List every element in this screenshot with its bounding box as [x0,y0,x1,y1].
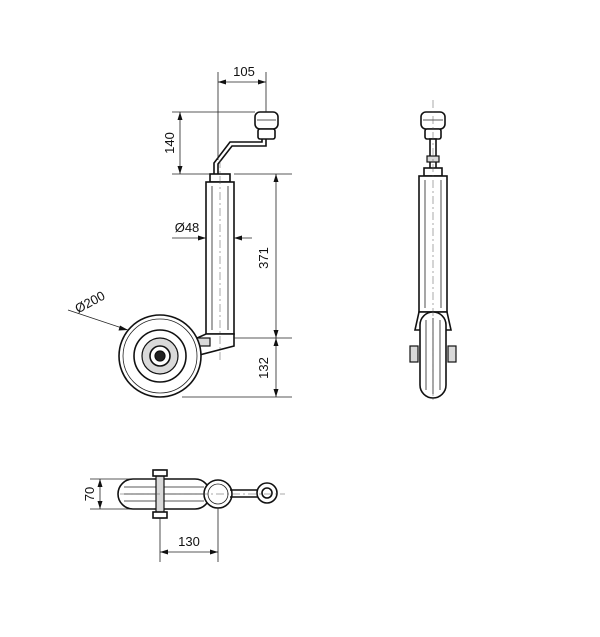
dim-top-height-label: 70 [82,487,97,501]
dim-tube-length-label: 371 [256,247,271,269]
dim-handle-offset: 105 [217,64,267,160]
dim-wheel-diameter: Ø200 [67,288,129,331]
dim-top-width: 130 [159,508,219,562]
top-crank [230,482,278,504]
top-view [117,469,285,519]
dim-handle-offset-label: 105 [233,64,255,79]
dim-tube-diameter: Ø48 [172,220,252,241]
dim-tube-diameter-label: Ø48 [175,220,200,235]
side-crank-arm [213,139,267,174]
front-view [409,100,457,400]
dim-handle-height: 140 [162,111,255,175]
dim-tube-length: 371 132 [182,173,292,398]
side-view [118,111,279,398]
dim-top-height: 70 [82,478,154,510]
side-wheel [118,314,202,398]
dim-handle-height-label: 140 [162,132,177,154]
side-handle-knob [254,111,279,140]
dim-wheel-diameter-label: Ø200 [72,288,107,316]
dim-top-width-label: 130 [178,534,200,549]
dim-wheel-height-label: 132 [256,357,271,379]
